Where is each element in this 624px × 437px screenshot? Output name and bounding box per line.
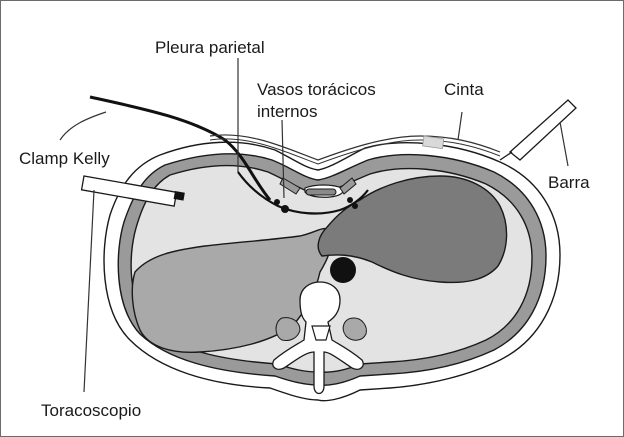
label-internos: internos — [257, 102, 317, 121]
vessel-right-1 — [347, 197, 353, 203]
cinta-pointer — [458, 112, 462, 140]
paravertebral-right — [343, 318, 366, 340]
clamp-kelly-pointer — [60, 112, 106, 140]
sternum-bar — [306, 189, 336, 195]
label-toracoscopio: Toracoscopio — [41, 401, 141, 420]
barra-pointer — [560, 122, 568, 166]
barra-instrument — [500, 100, 576, 160]
aorta — [330, 257, 356, 283]
label-cinta: Cinta — [444, 80, 484, 99]
label-barra: Barra — [548, 173, 590, 192]
label-vasos-toracicos: Vasos torácicos — [257, 80, 376, 99]
paravertebral-left — [276, 318, 300, 341]
label-clamp-kelly: Clamp Kelly — [19, 149, 110, 168]
label-pleura-parietal: Pleura parietal — [155, 38, 265, 57]
toracoscopio-pointer — [84, 190, 94, 392]
